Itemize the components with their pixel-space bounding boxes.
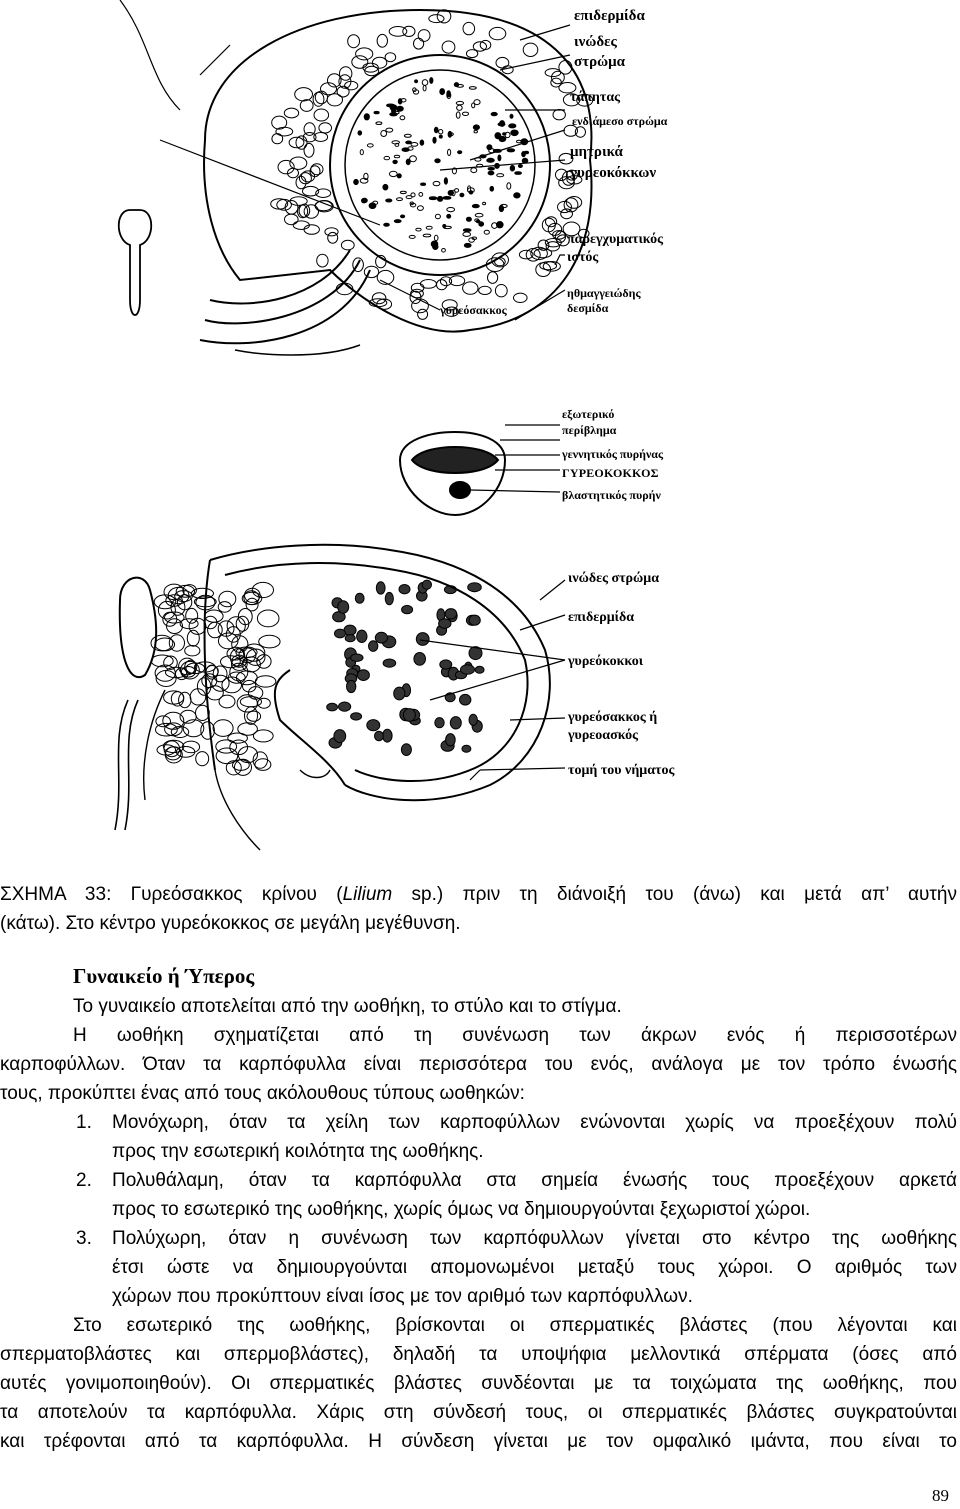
figure-label: γυρεόσακκος bbox=[440, 303, 507, 317]
list-item-line: χώρων που προκύπτουν είναι ίσος με τον α… bbox=[112, 1286, 693, 1307]
paragraph-line: σπερματοβλάστες και σπερμοβλάστες), δηλα… bbox=[0, 1344, 957, 1365]
figure-label: περίβλημα bbox=[562, 423, 617, 437]
figure-label: γυρεόσακκος ή bbox=[568, 710, 658, 725]
bottom-anther-leader-lines bbox=[419, 579, 566, 781]
caption-species: Lilium bbox=[342, 884, 393, 905]
figure-label: ΓΥΡΕΟΚΟΚΚΟΣ bbox=[562, 466, 659, 480]
caption-line: (κάτω). Στο κέντρο γυρεόκοκκος σε μεγάλη… bbox=[0, 913, 461, 934]
list-number: 1. bbox=[76, 1112, 92, 1133]
bottom-anther-cell-pattern bbox=[150, 581, 281, 776]
figure-label: γυρεόκοκκοι bbox=[568, 654, 644, 669]
figure-label: γεννητικός πυρήνας bbox=[562, 447, 664, 461]
caption-text: sp.) πριν τη διάνοιξή του (άνω) και μετά… bbox=[392, 884, 957, 905]
figure-label: τομή του νήματος bbox=[568, 763, 675, 778]
pollen-grain-dots bbox=[326, 77, 530, 756]
paragraph-line: τους, προκύπτει ένας από τους ακόλουθους… bbox=[0, 1083, 525, 1104]
list-item-line: Μονόχωρη, όταν τα χείλη των καρποφύλλων … bbox=[112, 1112, 957, 1133]
figure-label: ιστός bbox=[567, 250, 599, 265]
figure-label: βλαστητικός πυρήν bbox=[562, 488, 661, 502]
figure-label: μητρικά bbox=[570, 144, 623, 160]
list-item-line: προς την εσωτερική κοιλότητα της ωοθήκης… bbox=[112, 1141, 484, 1162]
pollen-grain-drawing bbox=[398, 424, 561, 517]
paragraph-line: και τρέφονται από τα καρπόφυλλα. Η σύνδε… bbox=[0, 1431, 957, 1452]
paragraph-line: Η ωοθήκη σχηματίζεται από τη συνένωση τω… bbox=[73, 1025, 957, 1046]
anther-figure-drawings bbox=[114, 0, 594, 851]
figure-label: τάπητας bbox=[570, 90, 621, 105]
figure-label: ινώδες bbox=[574, 34, 617, 50]
paragraph-line: αυτές γονιμοποιηθούν). Οι σπερματικές βλ… bbox=[0, 1373, 957, 1394]
list-item-line: Πολυθάλαμη, όταν τα καρπόφυλλα στα σημεί… bbox=[112, 1170, 957, 1191]
top-anther-leader-lines bbox=[159, 24, 571, 321]
caption-text: ΣΧΗΜΑ 33: Γυρεόσακκος κρίνου ( bbox=[0, 884, 343, 905]
figure-label: επιδερμίδα bbox=[568, 610, 635, 625]
figure-label: ενδιάμεσο στρώμα bbox=[572, 114, 668, 128]
list-number: 2. bbox=[76, 1170, 92, 1191]
top-anther-cell-pattern bbox=[270, 9, 594, 320]
figure-label: παρεγχυματικός bbox=[567, 232, 664, 247]
top-anther-outline bbox=[117, 0, 593, 356]
list-number: 3. bbox=[76, 1228, 92, 1249]
figure-label: ινώδες στρώμα bbox=[568, 571, 660, 586]
figure-label: εξωτερικό bbox=[562, 407, 615, 421]
figure-label: δεσμίδα bbox=[567, 301, 609, 315]
figure-label: επιδερμίδα bbox=[574, 8, 645, 24]
list-item-line: Πολύχωρη, όταν η συνένωση των καρπόφυλλω… bbox=[112, 1228, 957, 1249]
caption-line: ΣΧΗΜΑ 33: Γυρεόσακκος κρίνου (Lilium sp.… bbox=[0, 880, 957, 909]
section-heading: Γυναικείο ή Ύπερος bbox=[73, 964, 255, 988]
paragraph-line: καρποφύλλων. Όταν τα καρπόφυλλα είναι πε… bbox=[0, 1054, 957, 1075]
figure-label: γυρεοασκός bbox=[568, 728, 638, 743]
figure-label: γυρεοκόκκων bbox=[570, 165, 657, 181]
list-item-line: προς το εσωτερικό της ωοθήκης, χωρίς όμω… bbox=[112, 1199, 811, 1220]
figure-label: ηθμαγγειώδης bbox=[567, 286, 641, 300]
paragraph-line: Το γυναικείο αποτελείται από την ωοθήκη,… bbox=[73, 996, 622, 1017]
bottom-anther-outline bbox=[114, 543, 551, 851]
paragraph-line: τα αποτελούν τα καρπόφυλλα. Χάρις στη σύ… bbox=[0, 1402, 957, 1423]
paragraph-line: Στο εσωτερικό της ωοθήκης, βρίσκονται οι… bbox=[73, 1315, 957, 1336]
list-item-line: έτσι ώστε να δημιουργούνται απομονωμένοι… bbox=[112, 1257, 957, 1278]
page-number: 89 bbox=[932, 1486, 949, 1505]
figure-label: στρώμα bbox=[574, 54, 625, 70]
